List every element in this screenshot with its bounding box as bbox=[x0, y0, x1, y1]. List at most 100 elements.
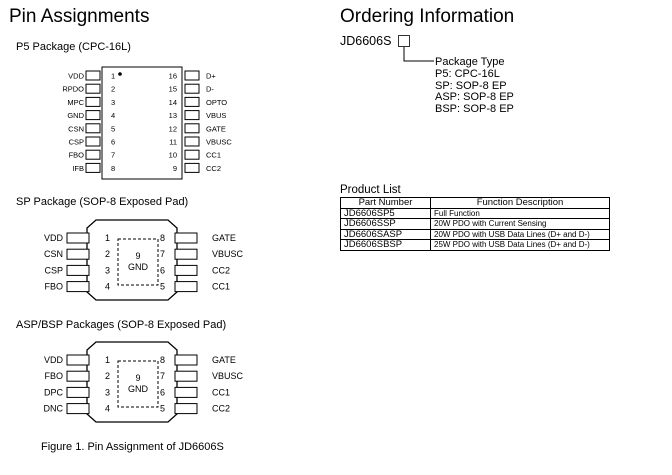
pin-name-label: FBO bbox=[44, 282, 63, 292]
package-type-option: SP: SOP-8 EP bbox=[435, 79, 507, 92]
pin-lead bbox=[85, 123, 101, 134]
pin-number-label: 3 bbox=[111, 98, 115, 107]
pin-name-label: MPC bbox=[67, 98, 84, 107]
pin-number-label: 9 bbox=[173, 164, 177, 173]
ordering-code: JD6606S bbox=[340, 34, 392, 48]
pin-name-label: VDD bbox=[44, 233, 64, 243]
pin-lead bbox=[184, 149, 200, 160]
pin-assignments-title: Pin Assignments bbox=[9, 6, 150, 27]
package-type-label: Package Type bbox=[435, 56, 505, 68]
function-description-cell: Full Function bbox=[430, 207, 610, 219]
pin-lead bbox=[184, 123, 200, 134]
pin-lead bbox=[66, 232, 90, 244]
pin-number-label: 1 bbox=[111, 72, 115, 81]
p5-package-heading: P5 Package (CPC-16L) bbox=[16, 41, 131, 53]
product-list-table: Part Number Function Description JD6606S… bbox=[340, 197, 610, 251]
pin-name-label: DNC bbox=[44, 404, 64, 414]
pin-name-label: D+ bbox=[206, 72, 216, 81]
pin-lead bbox=[66, 264, 90, 276]
pin-name-label: FBO bbox=[69, 151, 85, 160]
package-type-connector bbox=[403, 47, 434, 62]
pin-name-label: VBUSC bbox=[206, 138, 232, 147]
pin-lead bbox=[184, 83, 200, 94]
pin-number-label: 1 bbox=[105, 233, 110, 243]
pin-name-label: GATE bbox=[212, 233, 236, 243]
part-number-cell: JD6606SBSP bbox=[340, 239, 431, 251]
pin-name-label: VBUSC bbox=[212, 249, 244, 259]
pin1-marker-dot bbox=[118, 72, 122, 76]
pin-lead bbox=[174, 354, 198, 366]
ordering-information-title: Ordering Information bbox=[340, 6, 515, 27]
pin-lead bbox=[174, 403, 198, 415]
pin-number-label: 6 bbox=[160, 387, 165, 397]
pin-number-label: 6 bbox=[111, 138, 115, 147]
product-list-title: Product List bbox=[340, 184, 401, 196]
part-number-cell: JD6606SSP bbox=[340, 218, 431, 230]
function-description-cell: 20W PDO with USB Data Lines (D+ and D-) bbox=[430, 228, 610, 240]
p5-package-diagram bbox=[101, 66, 183, 180]
pin-number-label: 7 bbox=[160, 249, 165, 259]
exposed-pad-name: GND bbox=[128, 384, 149, 394]
pin-name-label: VDD bbox=[68, 72, 84, 81]
pin-name-label: VBUSC bbox=[212, 371, 244, 381]
pin-number-label: 8 bbox=[160, 233, 165, 243]
package-type-option: ASP: SOP-8 EP bbox=[435, 91, 514, 103]
pin-lead bbox=[66, 281, 90, 293]
pin-name-label: GATE bbox=[206, 124, 226, 133]
pin-lead bbox=[85, 70, 101, 81]
pin-name-label: CSP bbox=[69, 138, 84, 147]
exposed-pad-name: GND bbox=[128, 262, 149, 272]
pin-name-label: OPTO bbox=[206, 98, 227, 107]
pin-number-label: 8 bbox=[160, 355, 165, 365]
pin-name-label: VBUS bbox=[206, 111, 226, 120]
pin-number-label: 2 bbox=[111, 85, 115, 94]
pin-number-label: 5 bbox=[160, 404, 165, 414]
pin-lead bbox=[174, 248, 198, 260]
exposed-pad-number: 9 bbox=[135, 373, 140, 383]
pin-number-label: 10 bbox=[169, 151, 177, 160]
pin-name-label: IFB bbox=[72, 164, 84, 173]
pin-lead bbox=[184, 70, 200, 81]
column-header: Function Description bbox=[430, 197, 610, 209]
pin-lead bbox=[85, 110, 101, 121]
pin-name-label: D- bbox=[206, 85, 214, 94]
table-header-row: Part Number Function Description bbox=[340, 197, 610, 209]
pin-name-label: CSN bbox=[68, 124, 84, 133]
pin-lead bbox=[85, 162, 101, 173]
pin-lead bbox=[174, 232, 198, 244]
pin-number-label: 4 bbox=[111, 111, 115, 120]
package-type-placeholder-box bbox=[398, 35, 410, 47]
pin-lead bbox=[174, 370, 198, 382]
function-description-cell: 25W PDO with USB Data Lines (D+ and D-) bbox=[430, 239, 610, 251]
pin-number-label: 6 bbox=[160, 265, 165, 275]
pin-lead bbox=[66, 354, 90, 366]
pin-lead bbox=[85, 149, 101, 160]
pin-number-label: 1 bbox=[105, 355, 110, 365]
pin-number-label: 4 bbox=[105, 282, 110, 292]
pin-number-label: 11 bbox=[169, 138, 177, 147]
pin-number-label: 13 bbox=[169, 111, 177, 120]
asp-exposed-pad bbox=[117, 360, 159, 408]
pin-name-label: GND bbox=[67, 111, 84, 120]
pin-name-label: VDD bbox=[44, 355, 64, 365]
pin-name-label: CC1 bbox=[212, 387, 230, 397]
pin-number-label: 15 bbox=[169, 85, 177, 94]
asp-package-heading: ASP/BSP Packages (SOP-8 Exposed Pad) bbox=[16, 319, 227, 331]
pin-number-label: 16 bbox=[169, 72, 177, 81]
pin-lead bbox=[85, 136, 101, 147]
pin-number-label: 7 bbox=[160, 371, 165, 381]
pin-number-label: 7 bbox=[111, 151, 115, 160]
pin-lead bbox=[184, 110, 200, 121]
pin-name-label: FBO bbox=[44, 371, 63, 381]
pin-number-label: 3 bbox=[105, 387, 110, 397]
pin-name-label: DPC bbox=[44, 387, 64, 397]
package-type-option: P5: CPC-16L bbox=[435, 68, 500, 80]
pin-number-label: 5 bbox=[160, 282, 165, 292]
column-header: Part Number bbox=[340, 197, 431, 209]
pin-number-label: 4 bbox=[105, 404, 110, 414]
